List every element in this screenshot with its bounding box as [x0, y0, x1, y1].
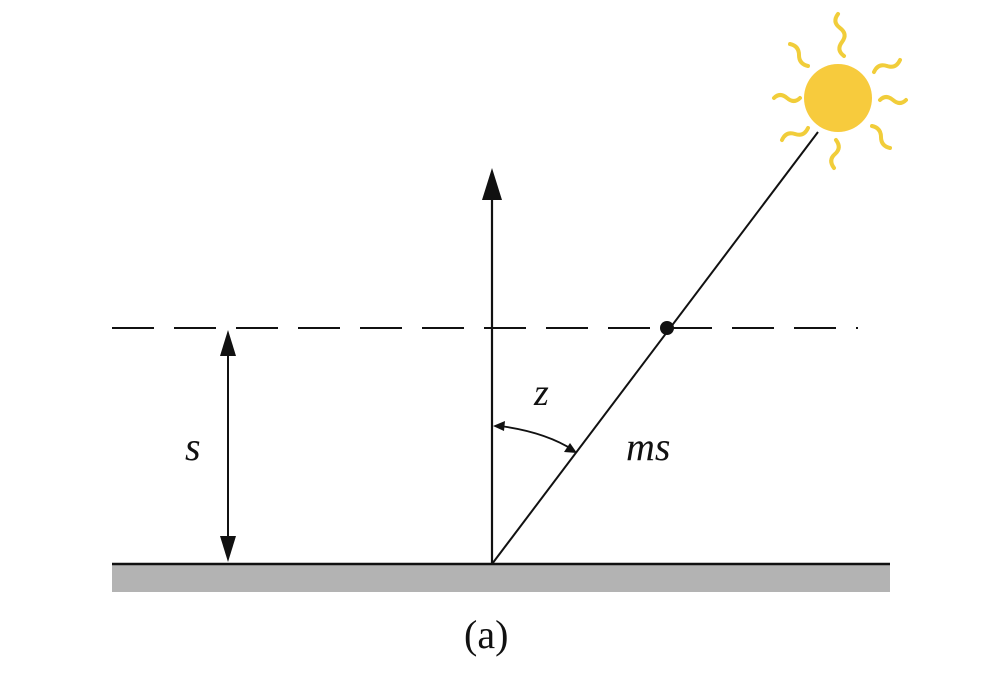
zenith-angle-arc-right-head	[564, 443, 577, 453]
path-length-label: ms	[626, 424, 670, 469]
height-arrow-top-head	[220, 330, 236, 356]
zenith-angle-label: z	[533, 372, 549, 414]
sun-ray	[772, 93, 802, 103]
height-arrow-bottom-head	[220, 536, 236, 562]
sun-ray	[780, 126, 810, 142]
sun-ray	[870, 124, 892, 150]
sun-ray	[872, 58, 902, 74]
sun-icon	[772, 12, 908, 170]
figure-caption: (a)	[464, 612, 508, 657]
sun-ray	[833, 12, 847, 58]
zenith-angle-arc-left-head	[493, 421, 505, 431]
slant-path-line	[491, 131, 819, 565]
zenith-angle-arc	[499, 425, 574, 451]
sun-ray	[829, 138, 841, 170]
intersection-dot	[660, 321, 674, 335]
ground-surface	[112, 564, 890, 592]
sun-ray	[788, 42, 810, 68]
zenith-arrow-head	[482, 168, 502, 200]
sun-disc	[804, 64, 872, 132]
height-label: s	[185, 424, 201, 469]
sun-ray	[878, 95, 908, 105]
